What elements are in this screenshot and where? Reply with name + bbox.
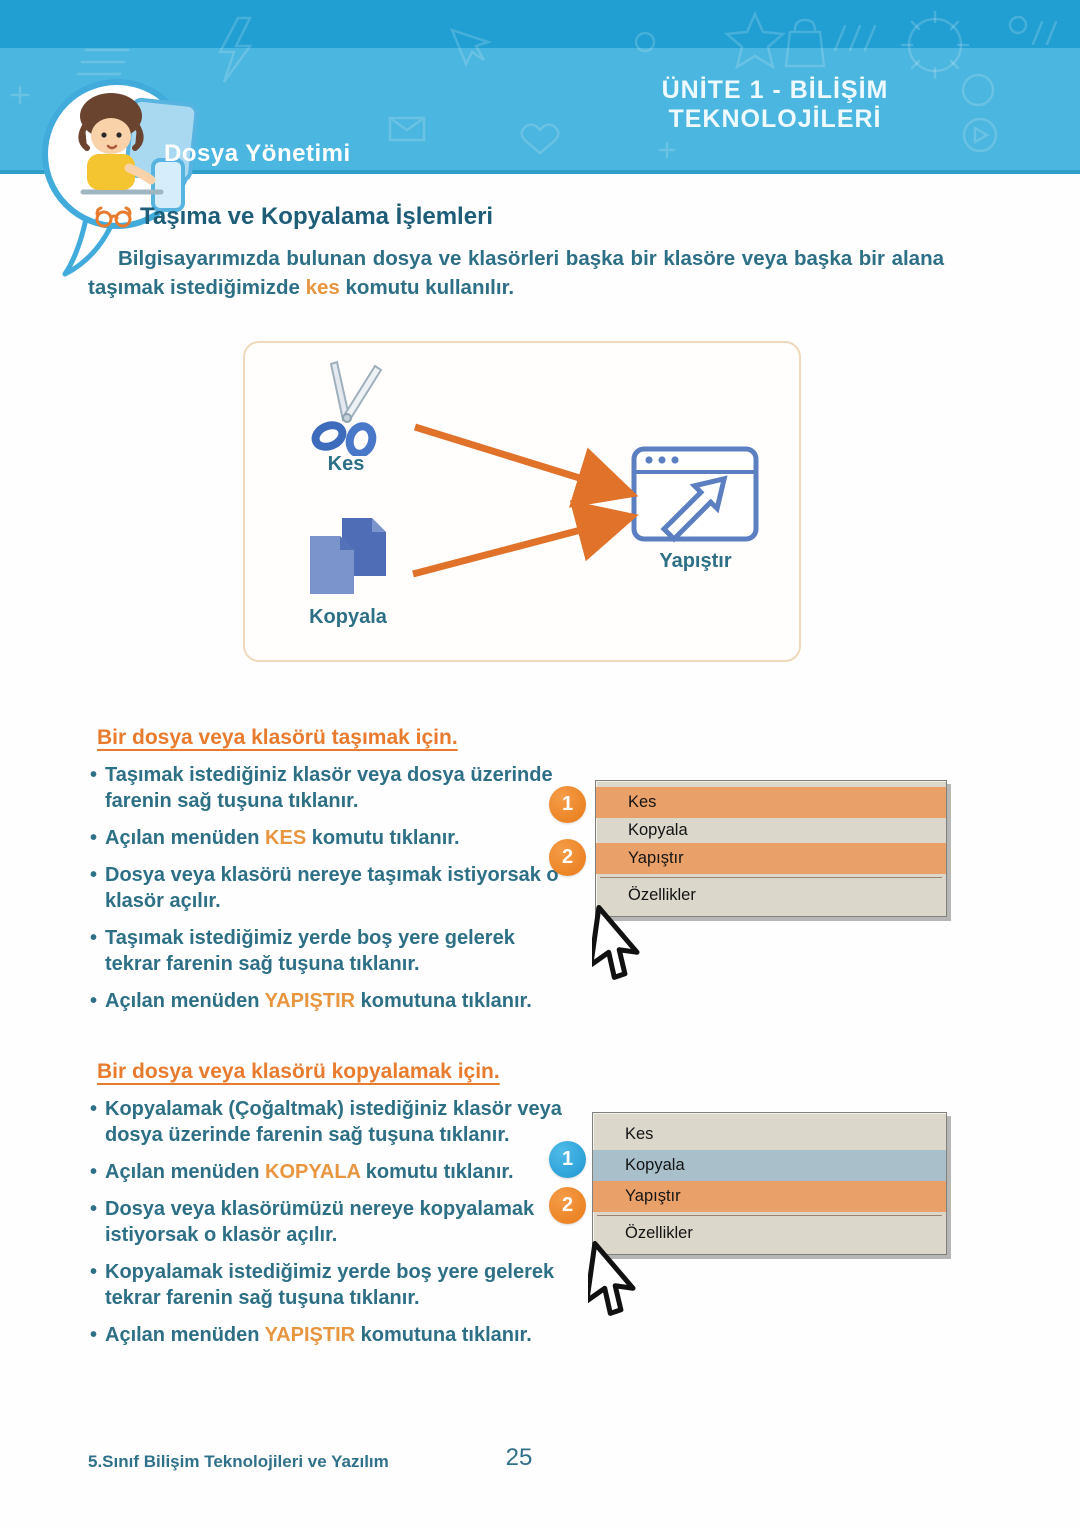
bullet-text: Taşımak istediğiniz klasör veya dosya üz… (105, 764, 553, 812)
paste-window-icon (631, 446, 759, 543)
tablet-icon (151, 158, 185, 212)
context-menu-move: Kes Kopyala Yapıştır Özellikler (595, 780, 947, 917)
boy-shirt (87, 154, 135, 190)
step-badge-1: 1 (549, 1141, 586, 1178)
diagonal-arrow-glyph (660, 475, 728, 543)
step-badge-1: 1 (549, 786, 586, 823)
list-item: Kopyalamak istediğimiz yerde boş yere ge… (90, 1259, 580, 1311)
bullet-text: Açılan menüden (105, 1324, 265, 1346)
bullet-text: Açılan menüden (105, 1161, 266, 1183)
section-title: Taşıma ve Kopyalama İşlemleri (140, 203, 494, 230)
menu-item-kopyala[interactable]: Kopyala (628, 821, 688, 839)
copy-icon (310, 518, 386, 594)
bullet-text: Dosya veya klasörümüzü nereye kopyalamak… (105, 1198, 535, 1246)
bullet-text: komutuna tıklanır. (355, 990, 532, 1012)
bullet-text: komutuna tıklanır. (355, 1324, 532, 1346)
copy-bullet-list: Kopyalamak (Çoğaltmak) istediğiniz klasö… (90, 1096, 580, 1359)
context-menu-copy: Kes Kopyala Yapıştır Özellikler (592, 1112, 947, 1255)
menu-item-kes[interactable]: Kes (596, 787, 946, 818)
intro-text: Bilgisayarımızda bulunan dosya ve klasör… (88, 247, 944, 300)
copy-section-heading: Bir dosya veya klasörü kopyalamak için. (97, 1060, 500, 1083)
bullet-text: Kopyalamak istediğimiz yerde boş yere ge… (105, 1261, 555, 1309)
mouse-cursor-icon (592, 905, 640, 980)
boy-face (91, 118, 131, 154)
diagram-copy-label: Kopyala (309, 606, 387, 628)
intro-text-end: komutu kullanılır. (339, 276, 515, 300)
bullet-text: Açılan menüden (105, 990, 265, 1012)
header-band-dark (0, 0, 1080, 48)
list-item: Kopyalamak (Çoğaltmak) istediğiniz klasö… (90, 1096, 580, 1148)
bullet-text: komutu tıklanır. (360, 1161, 514, 1183)
footer-book-title: 5.Sınıf Bilişim Teknolojileri ve Yazılım (88, 1452, 389, 1471)
menu-separator (600, 877, 942, 878)
bullet-text: Kopyalamak (Çoğaltmak) istediğiniz klasö… (105, 1098, 562, 1146)
mascot-illustration (42, 79, 199, 277)
menu-item-ozellikler[interactable]: Özellikler (625, 1224, 693, 1242)
list-item: Dosya veya klasörü nereye taşımak istiyo… (90, 862, 568, 914)
move-bullet-list: Taşımak istediğiniz klasör veya dosya üz… (90, 762, 568, 1025)
intro-keyword: kes (305, 276, 340, 300)
diagram-cut-label: Kes (327, 453, 365, 475)
glasses-icon (95, 206, 132, 228)
move-section-heading: Bir dosya veya klasörü taşımak için. (97, 726, 458, 749)
list-item: Açılan menüden KOPYALA komutu tıklanır. (90, 1159, 580, 1185)
menu-item-yapistir[interactable]: Yapıştır (593, 1181, 946, 1212)
bullet-keyword: KES (265, 827, 307, 849)
bullet-keyword: YAPIŞTIR (264, 1324, 356, 1346)
menu-item-kes[interactable]: Kes (625, 1125, 654, 1143)
bullet-text: komutu tıklanır. (306, 827, 460, 849)
bullet-keyword: KOPYALA (265, 1161, 361, 1183)
bullet-text: Taşımak istediğimiz yerde boş yere geler… (105, 927, 515, 975)
page-number: 25 (505, 1444, 533, 1471)
list-item: Taşımak istediğimiz yerde boş yere geler… (90, 925, 568, 977)
bullet-text: Dosya veya klasörü nereye taşımak istiyo… (105, 864, 559, 912)
list-item: Dosya veya klasörümüzü nereye kopyalamak… (90, 1196, 580, 1248)
list-item: Açılan menüden YAPIŞTIR komutuna tıklanı… (90, 988, 568, 1014)
list-item: Taşımak istediğiniz klasör veya dosya üz… (90, 762, 568, 814)
step-badge-2: 2 (549, 839, 586, 876)
menu-item-kopyala[interactable]: Kopyala (593, 1150, 946, 1181)
menu-item-yapistir[interactable]: Yapıştır (596, 843, 946, 874)
page-title: Dosya Yönetimi (164, 140, 351, 167)
scissors-icon (311, 360, 383, 456)
list-item: Açılan menüden YAPIŞTIR komutuna tıklanı… (90, 1322, 580, 1348)
diagram-paste-label: Yapıştır (659, 550, 732, 572)
step-badge-2: 2 (549, 1187, 586, 1224)
section-title-row: Taşıma ve Kopyalama İşlemleri (95, 203, 493, 231)
list-item: Açılan menüden KES komutu tıklanır. (90, 825, 568, 851)
menu-separator (597, 1215, 942, 1216)
menu-item-ozellikler[interactable]: Özellikler (628, 886, 696, 904)
intro-paragraph: Bilgisayarımızda bulunan dosya ve klasör… (88, 244, 944, 302)
unit-title: ÜNİTE 1 - BİLİŞİM TEKNOLOJİLERİ (661, 76, 889, 133)
bullet-text: Açılan menüden (105, 827, 266, 849)
mouse-cursor-icon (588, 1241, 636, 1316)
bullet-keyword: YAPIŞTIR (264, 990, 356, 1012)
